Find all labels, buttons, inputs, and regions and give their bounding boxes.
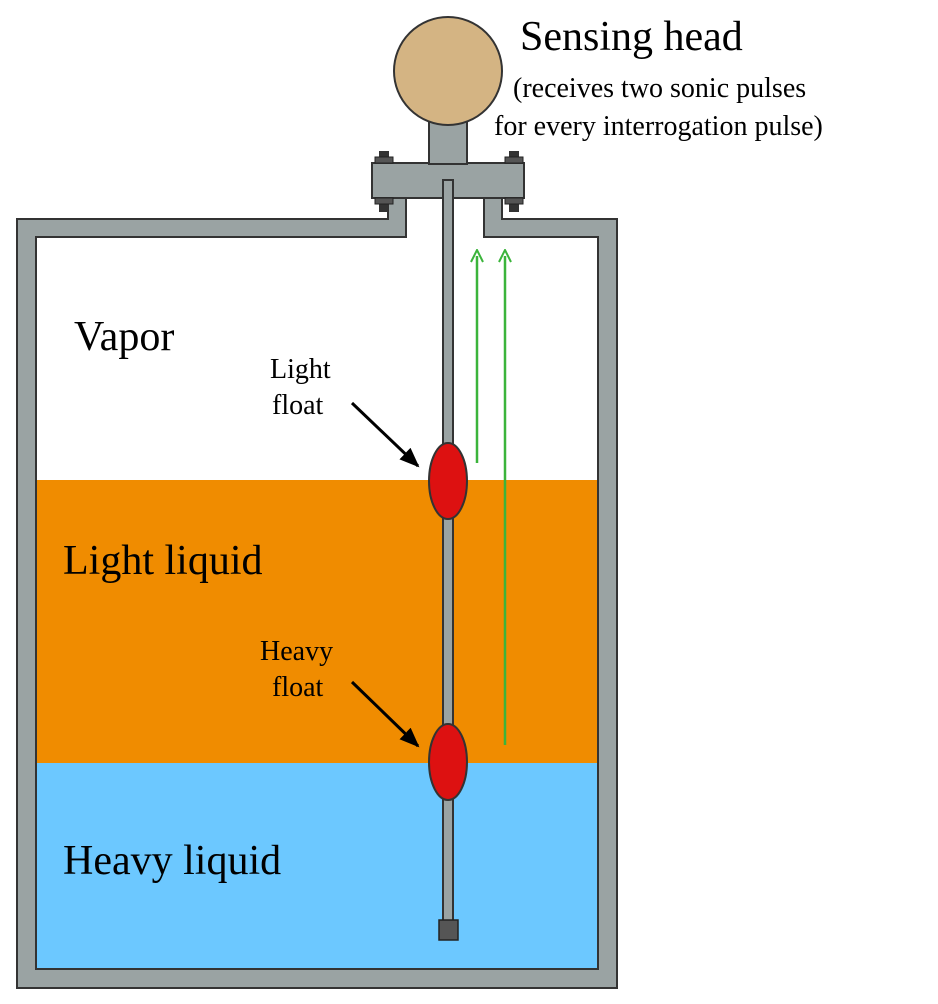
heavy-float <box>428 723 468 801</box>
sensing-head <box>393 16 503 126</box>
probe-end-weight <box>438 919 459 941</box>
heavy-float-label-line2: float <box>272 672 324 703</box>
heavy-float-label-line1: Heavy <box>260 636 333 667</box>
light-float-label-line2: float <box>272 390 324 421</box>
light-liquid-layer <box>37 480 597 763</box>
sensing-head-note-line2: for every interrogation pulse) <box>494 111 823 142</box>
sensing-head-note-line1: (receives two sonic pulses <box>513 73 806 104</box>
light-float-pointer-arrow <box>350 401 420 468</box>
waveguide-probe <box>442 179 454 926</box>
light-float-label-line1: Light <box>270 354 331 385</box>
sensing-head-label: Sensing head <box>520 14 743 60</box>
heavy-liquid-layer <box>37 763 597 968</box>
tank-wall <box>16 195 618 989</box>
light-liquid-label: Light liquid <box>63 538 263 584</box>
vapor-label: Vapor <box>74 314 174 360</box>
heavy-liquid-label: Heavy liquid <box>63 838 281 884</box>
light-float <box>428 442 468 520</box>
heavy-float-pointer-arrow <box>350 680 420 748</box>
